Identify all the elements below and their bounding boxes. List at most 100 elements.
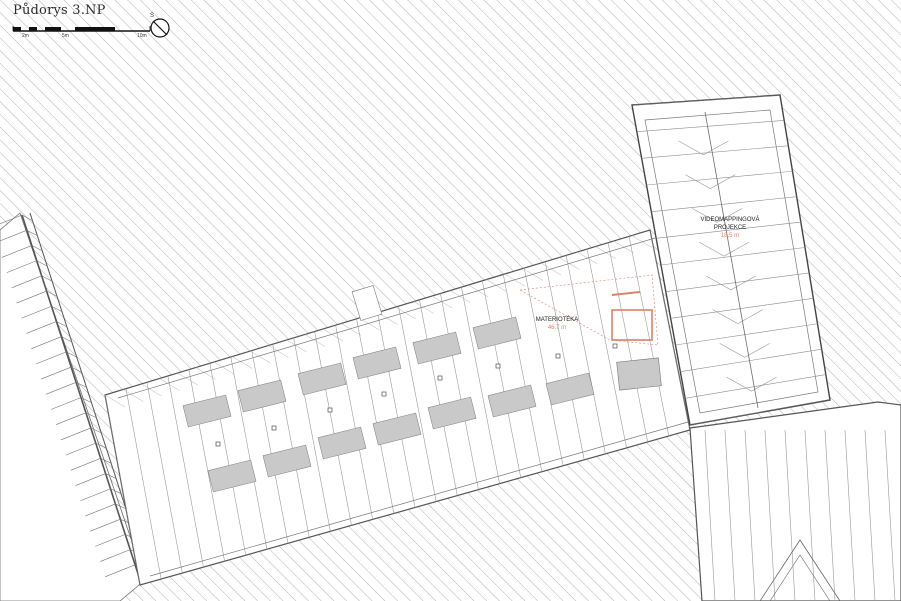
room-name-videomapping-1: VIDEOMAPPINGOVÁ	[700, 217, 760, 223]
beam	[675, 323, 818, 346]
rafter	[335, 325, 373, 520]
beam	[665, 272, 810, 292]
truss-member	[115, 503, 126, 510]
material-board	[182, 394, 232, 428]
truss-member	[85, 412, 97, 419]
material-board	[427, 396, 477, 430]
north-arrow-letter: S	[150, 13, 155, 19]
brace	[177, 372, 198, 386]
material-board	[352, 346, 402, 380]
beam	[844, 429, 856, 601]
rafter-line	[41, 366, 72, 380]
scale-bar	[12, 26, 151, 32]
rafter-line	[65, 442, 96, 456]
meeting-table	[616, 357, 662, 391]
chevron-brace	[719, 343, 770, 358]
truss-member	[26, 229, 38, 237]
column-post	[381, 391, 387, 397]
rafter	[105, 394, 141, 585]
brace	[450, 290, 471, 303]
rafter	[628, 236, 670, 437]
truss-member	[105, 473, 117, 479]
beam	[680, 348, 822, 372]
column-post	[555, 353, 561, 359]
rafter	[251, 350, 289, 544]
beam	[670, 298, 814, 319]
rafter	[167, 375, 204, 568]
rafter-line	[0, 214, 23, 225]
column-post	[327, 407, 333, 413]
rafter-line	[104, 564, 136, 578]
rafter	[461, 287, 500, 484]
rafter	[125, 388, 162, 580]
rafter-line	[36, 351, 67, 365]
beam	[824, 429, 836, 601]
scale-label-5m: 5m	[62, 33, 69, 39]
beam	[784, 429, 796, 601]
brace	[395, 306, 416, 320]
central-attic-floor	[104, 229, 691, 586]
chevron-brace	[685, 174, 736, 189]
rafter	[565, 255, 606, 454]
beam	[646, 170, 793, 186]
column-post	[215, 441, 221, 447]
room-area-materioteka: 46,7 m	[547, 325, 567, 331]
chevron-brace	[678, 140, 729, 156]
brace	[141, 383, 162, 397]
rafter	[523, 268, 564, 466]
rafter	[188, 369, 225, 562]
rafter-line	[11, 275, 42, 289]
brace	[413, 301, 434, 314]
rafter-line	[0, 229, 28, 242]
rafter-line	[1, 245, 32, 258]
north-arrow-symbol	[150, 18, 170, 38]
rafter	[293, 337, 331, 532]
lower-right-wing	[689, 401, 901, 601]
beam	[685, 374, 826, 399]
truss-member	[80, 397, 92, 403]
right-upper-wing	[631, 94, 831, 426]
truss-member	[75, 382, 87, 388]
rafter	[440, 293, 479, 490]
rafter-line	[45, 382, 77, 395]
material-board	[297, 362, 347, 396]
brace	[304, 334, 325, 347]
staircase-accent	[519, 274, 659, 346]
column-post	[437, 375, 443, 381]
beam	[744, 429, 756, 601]
truss-member	[41, 275, 53, 282]
chevron-brace	[698, 241, 750, 257]
drawing-title: Půdorys 3.NP	[13, 3, 106, 18]
rafter-line	[31, 336, 62, 349]
chevron-brace	[726, 376, 777, 392]
material-board	[207, 459, 257, 493]
rafter	[377, 312, 416, 508]
rafter-line	[26, 321, 57, 334]
rafter	[586, 248, 627, 448]
beam	[724, 429, 736, 601]
room-name-materioteka: MATERIOTÉKA	[535, 317, 579, 323]
beam	[764, 429, 776, 601]
truss-member	[21, 214, 33, 221]
truss-member	[71, 366, 82, 373]
rafter-line	[80, 488, 111, 502]
brace	[341, 323, 362, 336]
chevron-brace	[705, 275, 757, 291]
column-post	[612, 343, 618, 349]
rafter	[607, 242, 648, 442]
beam	[641, 145, 789, 159]
rafter-line	[16, 290, 47, 304]
rafter-line	[100, 549, 131, 562]
brace	[286, 339, 307, 353]
rafter	[398, 306, 437, 502]
left-roof-wing	[0, 212, 149, 601]
room-name-videomapping-2: PROJEKCE	[713, 225, 747, 231]
material-board	[472, 316, 522, 350]
truss-member	[51, 305, 63, 312]
truss-member	[61, 336, 72, 343]
rafter-line	[70, 458, 101, 471]
beam	[651, 196, 797, 212]
material-board	[317, 426, 367, 460]
